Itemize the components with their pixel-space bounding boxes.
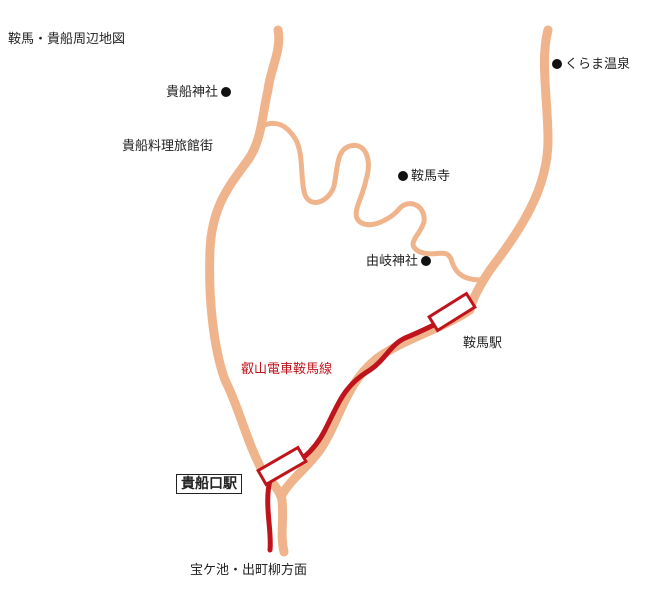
- location-dot-icon: [221, 87, 232, 97]
- station-kurama-icon: [427, 291, 477, 333]
- place-kifune-shrine[interactable]: 貴船神社: [166, 85, 232, 101]
- road-mountain-path: [259, 120, 485, 283]
- location-dot-icon: [398, 171, 408, 181]
- map-title: 鞍馬・貴船周辺地図: [8, 32, 126, 47]
- station-kurama-label[interactable]: 鞍馬駅: [463, 336, 503, 351]
- place-kurama-onsen[interactable]: くらま温泉: [552, 57, 630, 73]
- place-label: 由岐神社: [366, 254, 419, 269]
- place-label: 貴船料理旅館街: [122, 139, 214, 154]
- place-label: 貴船神社: [166, 85, 219, 100]
- railway-eizan-kurama-line: [265, 315, 451, 553]
- place-yuki-shrine[interactable]: 由岐神社: [366, 254, 432, 270]
- place-kurama-dera[interactable]: 鞍馬寺: [398, 169, 450, 185]
- location-dot-icon: [421, 256, 432, 266]
- railway-label: 叡山電車鞍馬線: [241, 362, 333, 377]
- road-kifune: [205, 25, 284, 475]
- place-kifune-ryori[interactable]: 貴船料理旅館街: [122, 139, 213, 155]
- place-label: くらま温泉: [565, 57, 631, 72]
- station-kibuneguchi-label[interactable]: 貴船口駅: [176, 474, 242, 494]
- station-kibuneguchi-icon: [256, 445, 308, 487]
- place-label: 鞍馬寺: [411, 169, 451, 184]
- direction-label: 宝ケ池・出町柳方面: [190, 563, 308, 578]
- location-dot-icon: [552, 59, 562, 69]
